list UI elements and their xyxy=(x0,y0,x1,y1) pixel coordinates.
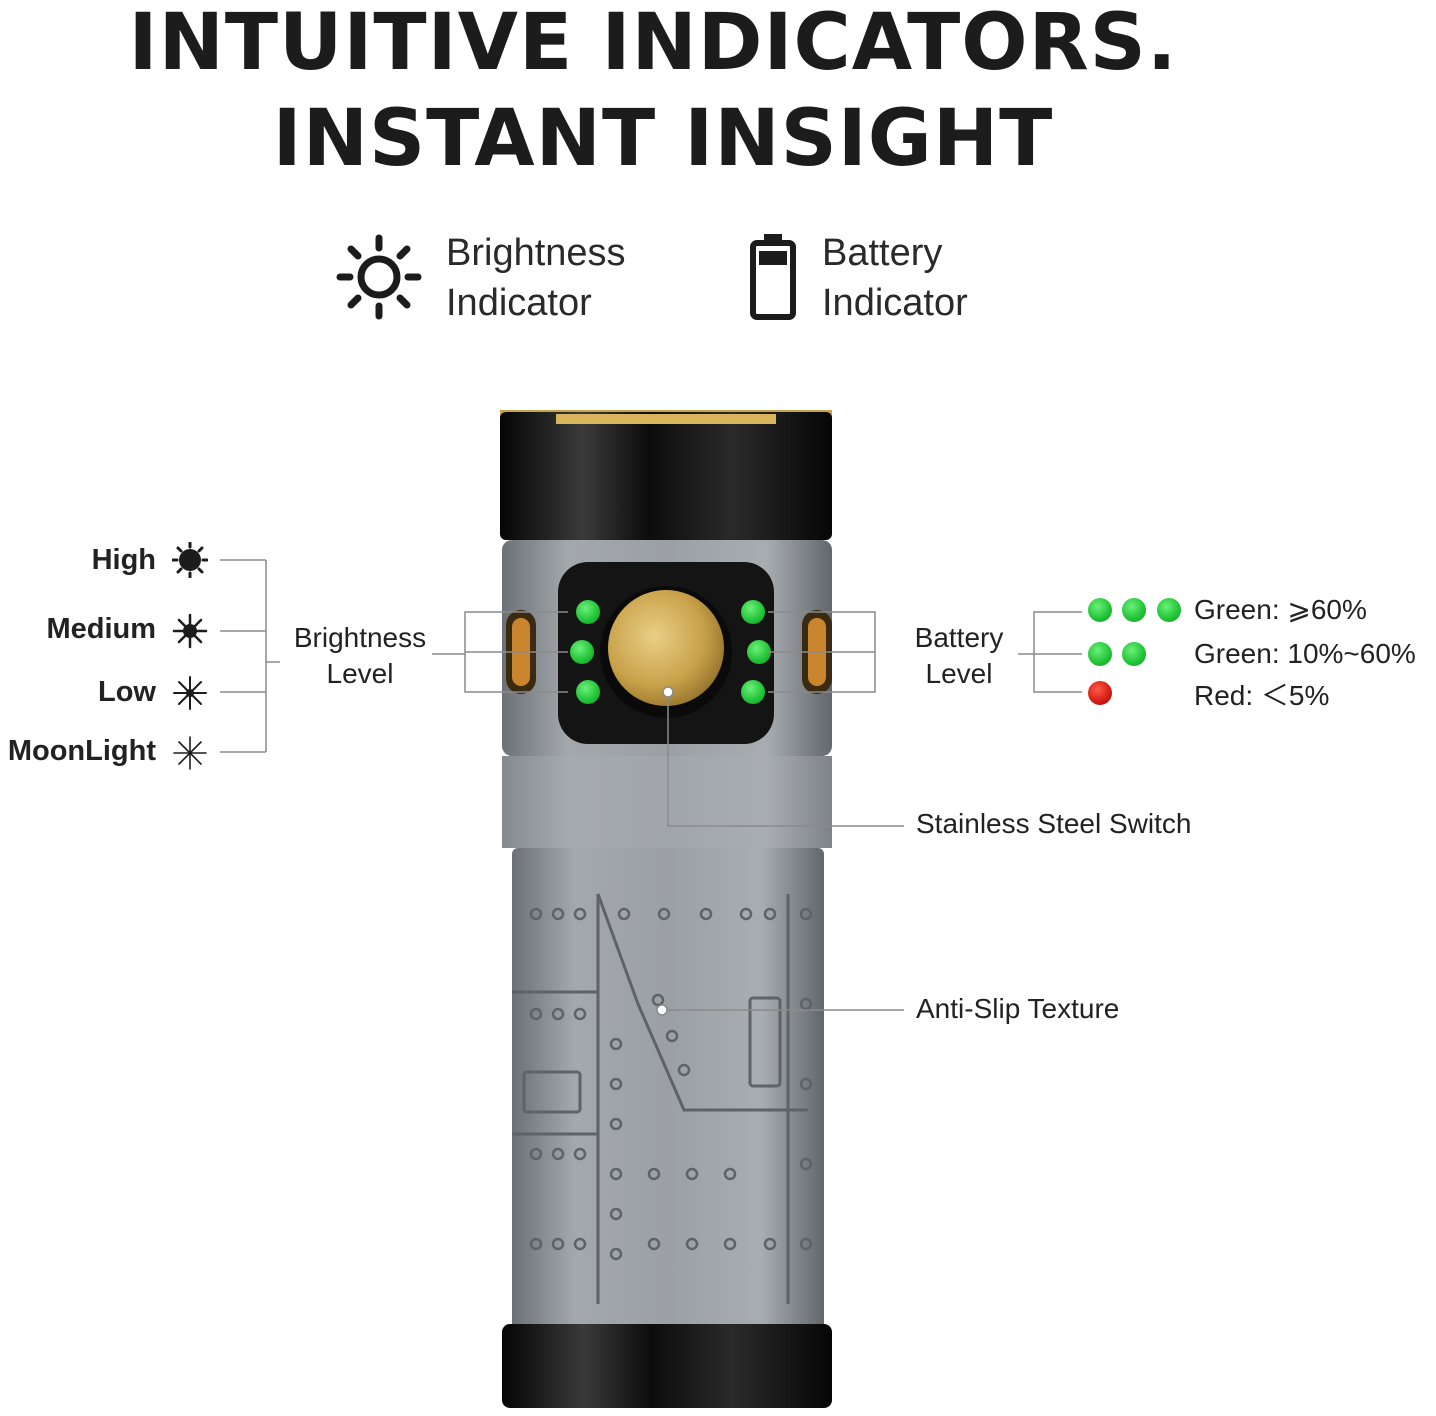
mode-label-medium: Medium xyxy=(46,613,156,645)
battery-led-3 xyxy=(741,680,765,704)
battery-state-high-dot-2 xyxy=(1122,598,1146,622)
battery-indicator-label: Battery Indicator xyxy=(822,228,968,328)
battery-level-line-1: Battery xyxy=(914,622,1004,653)
battery-state-mid-dot-2 xyxy=(1122,642,1146,666)
brightness-indicator-label: Brightness Indicator xyxy=(446,228,626,328)
battery-level-line-2: Level xyxy=(925,658,993,689)
mode-label-low: Low xyxy=(98,676,156,708)
mode-label-high: High xyxy=(91,544,156,576)
brightness-level-line-1: Brightness xyxy=(293,622,427,653)
sun-filled-icon xyxy=(172,542,208,578)
brightness-level-line-2: Level xyxy=(326,658,394,689)
headline-line-2: INSTANT INSIGHT xyxy=(272,94,1054,184)
battery-indicator-line-2: Indicator xyxy=(822,282,968,324)
battery-state-mid-label: Green: 10%~60% xyxy=(1194,638,1416,669)
brightness-indicator-line-2: Indicator xyxy=(446,282,592,324)
brightness-led-2 xyxy=(570,640,594,664)
battery-state-low-label: Red: ＜5% xyxy=(1194,680,1330,711)
battery-state-high-dot-3 xyxy=(1157,598,1181,622)
battery-state-high-label: Green: ⩾60% xyxy=(1194,594,1367,625)
battery-state-mid-dot-1 xyxy=(1088,642,1112,666)
battery-indicator-line-1: Battery xyxy=(822,232,943,274)
flashlight-illustration xyxy=(500,410,832,1408)
brightness-indicator-line-1: Brightness xyxy=(446,232,626,274)
sun-low-icon xyxy=(173,676,207,710)
brightness-led-3 xyxy=(576,680,600,704)
brightness-level-label: Brightness Level xyxy=(280,620,440,692)
headline-line-1: INTUITIVE INDICATORS. xyxy=(128,0,1178,88)
sun-moonlight-icon xyxy=(173,736,207,770)
texture-callout: Anti-Slip Texture xyxy=(916,993,1120,1024)
brightness-led-1 xyxy=(576,600,600,624)
switch-callout: Stainless Steel Switch xyxy=(916,808,1192,839)
battery-state-high-dot-1 xyxy=(1088,598,1112,622)
mode-label-moonlight: MoonLight xyxy=(7,735,156,767)
battery-level-label: Battery Level xyxy=(894,620,1024,692)
battery-icon xyxy=(750,234,796,320)
sun-icon xyxy=(336,234,422,320)
battery-state-low-dot-1 xyxy=(1088,681,1112,705)
battery-led-1 xyxy=(741,600,765,624)
battery-led-2 xyxy=(747,640,771,664)
sun-medium-icon xyxy=(172,613,208,649)
